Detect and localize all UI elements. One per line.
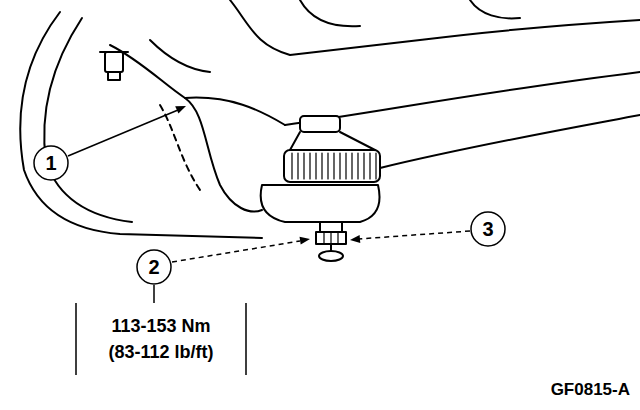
upper-structure: [230, 0, 640, 55]
knuckle-boss: [261, 185, 380, 222]
cotter-pin: [330, 244, 332, 251]
leader-line: [68, 110, 178, 156]
nut-slots: [324, 232, 338, 244]
spec-bracket: [76, 303, 246, 375]
torque-value: (83-112 lb/ft): [75, 339, 247, 365]
callout-text: 2: [148, 256, 159, 278]
knuckle-edge: [185, 98, 285, 125]
boot-ribs: [292, 153, 376, 179]
joint-housing: [290, 132, 375, 150]
arrowhead: [350, 235, 360, 243]
knuckle-detail: [160, 105, 200, 190]
castle-nut: [316, 232, 346, 244]
callout-text: 3: [482, 218, 493, 240]
callout-number: 1: [33, 145, 69, 181]
callout-circle: [137, 250, 171, 284]
rotor-outline: [20, 12, 262, 238]
leader-line: [153, 285, 155, 303]
joint-cap: [300, 116, 340, 132]
lower-control-arm: [380, 115, 640, 168]
torque-value: 113-153 Nm: [75, 313, 247, 339]
stud-bolt: [105, 52, 123, 72]
arrowhead: [300, 237, 311, 245]
upper-structure: [470, 0, 520, 18]
figure-code: GF0815-A: [551, 380, 630, 400]
leader-line: [358, 231, 470, 239]
callout-number: 2: [136, 249, 172, 285]
callout-circle: [471, 212, 505, 246]
knuckle-outline: [150, 40, 210, 72]
callout-text: 1: [45, 152, 56, 174]
cotter-pin: [319, 251, 343, 261]
torque-spec: 113-153 Nm(83-112 lb/ft): [75, 303, 247, 375]
upper-structure: [300, 0, 360, 26]
joint-boot: [284, 150, 380, 182]
stud-bolt: [100, 52, 128, 80]
spec-bracket: [75, 303, 247, 375]
rotor-inner-outline: [44, 18, 132, 222]
leader-line: [172, 241, 300, 262]
callout-number: 3: [470, 211, 506, 247]
callout-circle: [34, 146, 68, 180]
arrowhead: [175, 106, 186, 114]
